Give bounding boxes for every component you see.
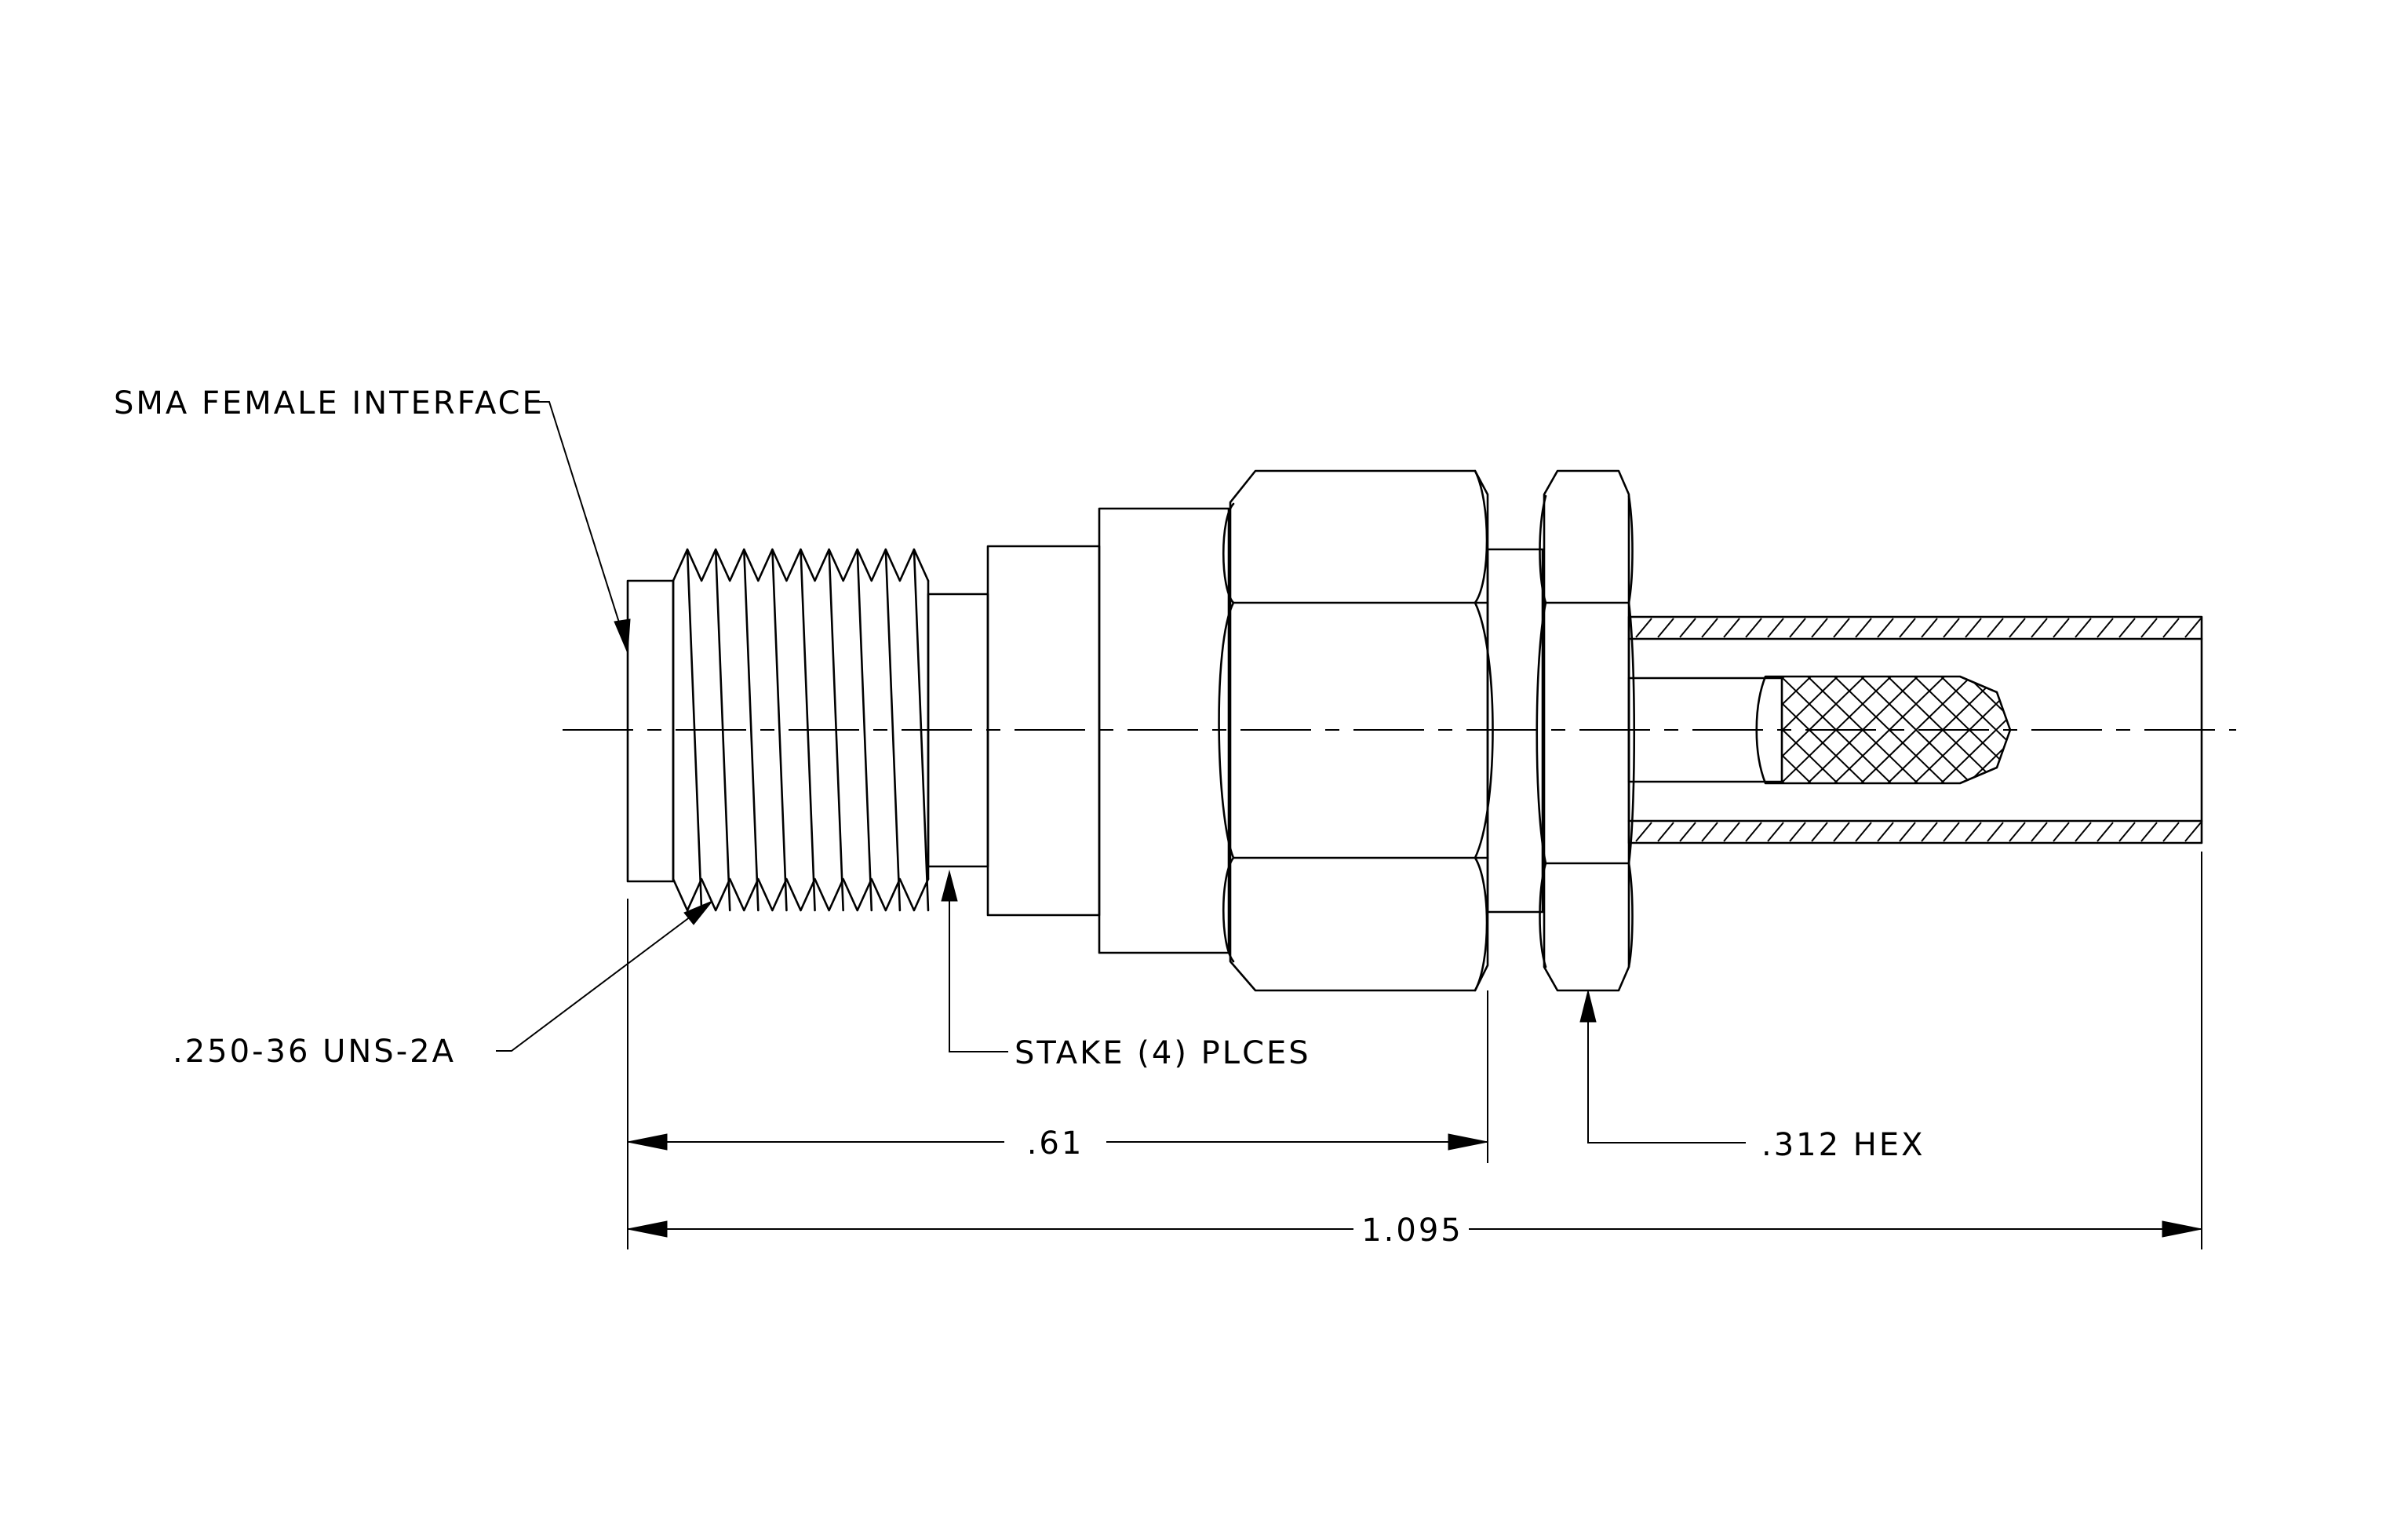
washer — [1486, 548, 1544, 914]
body-step-2 — [1098, 507, 1230, 954]
body-length-dimension: .61 — [1027, 1125, 1084, 1162]
interface-label: SMA FEMALE INTERFACE — [114, 385, 545, 421]
interface-face — [626, 579, 675, 883]
dimension-body-length — [627, 1133, 1488, 1151]
stake-label: STAKE (4) PLCES — [1015, 1035, 1311, 1071]
thread-label: .250-36 UNS-2A — [173, 1034, 456, 1070]
hex-label: .312 HEX — [1761, 1127, 1925, 1163]
interface-leader — [527, 401, 631, 654]
dimension-overall-length — [627, 1220, 2202, 1238]
thread-leader — [496, 900, 713, 1052]
jam-nut — [1536, 469, 1636, 992]
hex-leader — [1579, 990, 1746, 1143]
overall-length-dimension: 1.095 — [1361, 1213, 1463, 1249]
main-hex-body — [1218, 469, 1494, 992]
stake-leader — [941, 870, 1008, 1052]
